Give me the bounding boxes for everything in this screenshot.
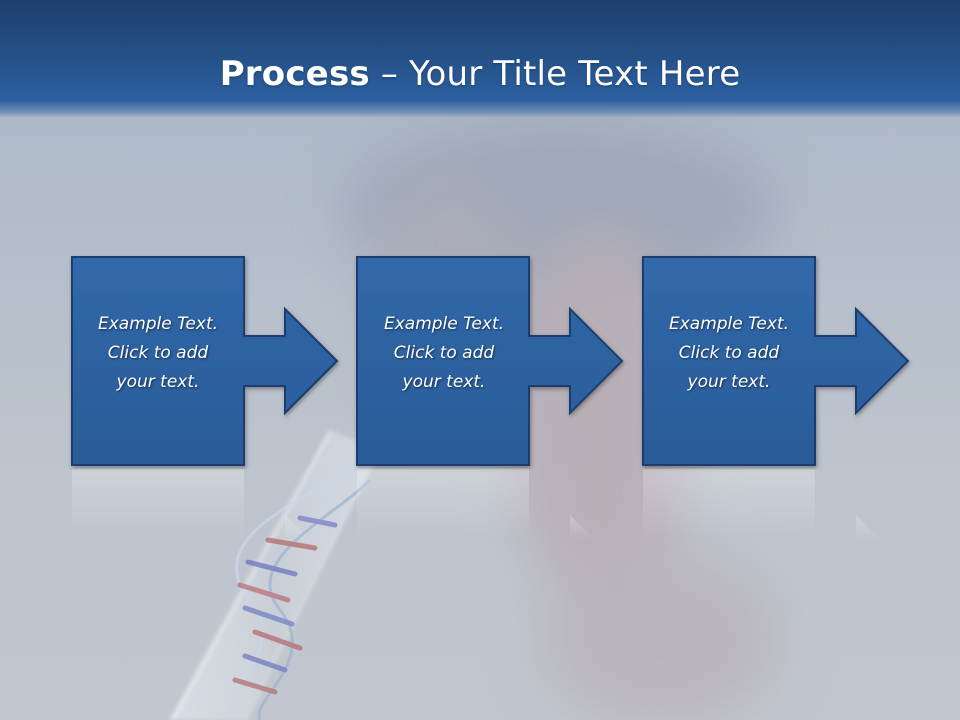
title-bold: Process <box>219 54 370 94</box>
process-reflections <box>72 469 881 540</box>
step-1-text[interactable]: Example Text. Click to add your text. <box>71 310 245 397</box>
background-tube-shape <box>170 430 380 720</box>
title-rest: – Your Title Text Here <box>369 54 741 94</box>
step-1-line-3: your text. <box>116 372 200 392</box>
arrow-2-reflection <box>570 515 595 540</box>
step-3-reflection <box>643 469 815 539</box>
step-2-line-2: Click to add <box>393 343 495 363</box>
process-step-3[interactable] <box>642 256 910 466</box>
step-1-box-arrow[interactable] <box>71 256 339 466</box>
header-bar <box>0 0 960 118</box>
arrow-3-reflection <box>856 515 881 540</box>
process-step-1[interactable] <box>71 256 339 466</box>
step-1-line-1: Example Text. <box>97 314 219 334</box>
step-3-text[interactable]: Example Text. Click to add your text. <box>642 310 816 397</box>
step-2-line-1: Example Text. <box>383 314 505 334</box>
step-2-reflection <box>357 469 529 539</box>
step-3-line-3: your text. <box>687 372 771 392</box>
arrow-1-reflection <box>285 515 310 540</box>
step-2-line-3: your text. <box>402 372 486 392</box>
background-dna-helix <box>227 468 372 720</box>
step-3-box-arrow[interactable] <box>642 256 910 466</box>
step-1-line-2: Click to add <box>107 343 209 363</box>
step-2-box-arrow[interactable] <box>356 256 624 466</box>
step-3-line-1: Example Text. <box>668 314 790 334</box>
step-1-reflection <box>72 469 244 539</box>
page-title[interactable]: Process – Your Title Text Here <box>0 50 960 98</box>
process-step-2[interactable] <box>356 256 624 466</box>
step-2-text[interactable]: Example Text. Click to add your text. <box>357 310 531 397</box>
step-3-line-2: Click to add <box>678 343 780 363</box>
